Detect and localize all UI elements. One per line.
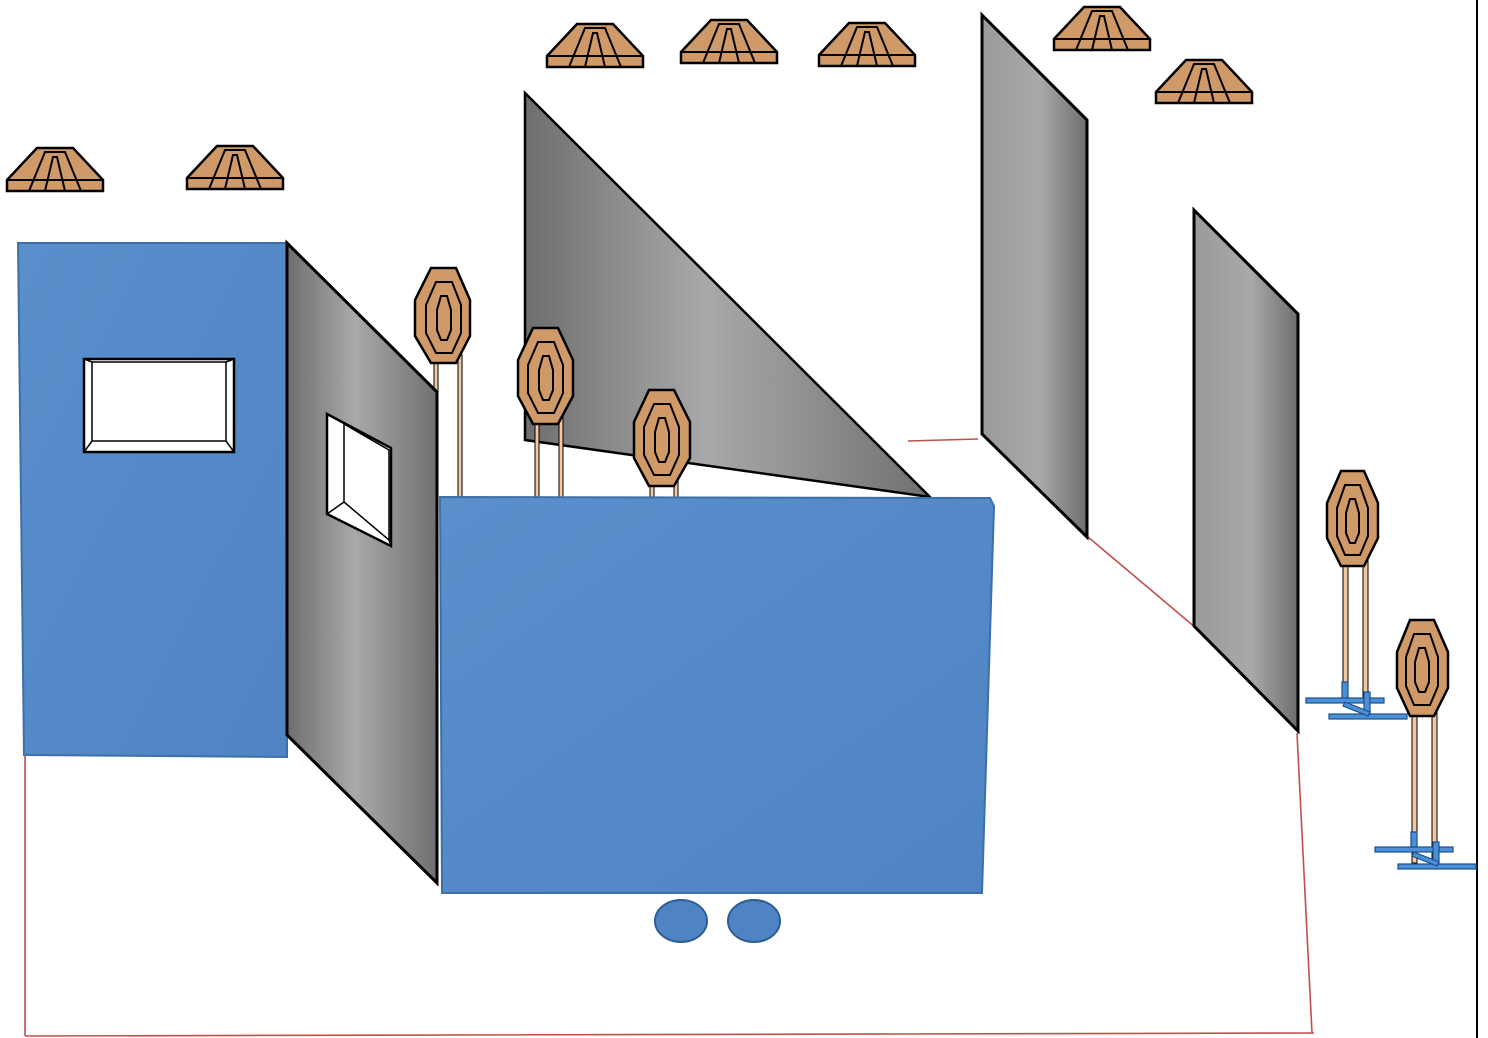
overhead-targets bbox=[5, 5, 1254, 193]
target-on-stand bbox=[632, 388, 692, 499]
shooting-position-icon bbox=[727, 899, 781, 943]
hidden-target-icon bbox=[679, 18, 779, 65]
window-icon bbox=[82, 357, 236, 454]
fault-line-back bbox=[907, 438, 979, 442]
shooting-position-icon bbox=[654, 899, 708, 943]
target-on-stand bbox=[516, 326, 575, 500]
fault-lines bbox=[24, 438, 1315, 1037]
start-position bbox=[654, 899, 781, 943]
hidden-target-icon bbox=[1052, 5, 1152, 52]
hidden-target-icon bbox=[5, 146, 105, 193]
gray-wall-back-right bbox=[980, 11, 1089, 541]
fault-line-bottom bbox=[24, 1032, 1315, 1037]
blue-barrier-front bbox=[438, 495, 996, 894]
triangular-wall bbox=[523, 89, 934, 499]
hidden-target-icon bbox=[545, 22, 645, 69]
gray-wall-left-angled bbox=[285, 239, 439, 887]
blue-barrier-left bbox=[16, 242, 288, 759]
fault-line-right bbox=[1296, 732, 1313, 1034]
target-on-stand-right bbox=[1374, 618, 1477, 870]
gray-wall-far-right bbox=[1192, 206, 1300, 735]
hidden-target-icon bbox=[817, 21, 917, 68]
hidden-target-icon bbox=[1154, 58, 1254, 105]
fault-line-right-diagonal bbox=[1087, 536, 1197, 629]
target-on-stand-right bbox=[1305, 469, 1408, 720]
window-icon bbox=[325, 411, 393, 549]
hidden-target-icon bbox=[185, 144, 285, 191]
